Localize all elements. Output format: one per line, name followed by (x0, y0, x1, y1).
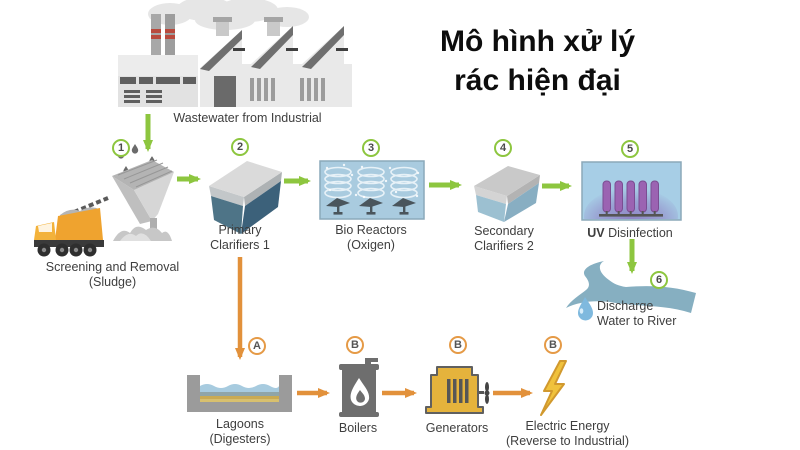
lagoon-basin-icon (187, 375, 292, 412)
uv-disinfection-unit (581, 161, 682, 221)
label-screening-line2: (Sludge) (88, 275, 137, 289)
step-badge-3: 3 (362, 139, 380, 157)
label-uv-rest: Disinfection (608, 226, 673, 240)
label-discharge: Discharge Water to River (597, 299, 707, 329)
title-line1: Mô hình xử lý (439, 25, 636, 58)
label-primary-line1: Primary (218, 223, 262, 237)
label-bio-line2: (Oxigen) (347, 238, 395, 252)
factory-icon (118, 0, 352, 107)
label-primary-clarifiers: Primary Clarifiers 1 (190, 223, 290, 253)
factory-caption: Wastewater from Industrial (173, 111, 322, 125)
label-lagoons-line2: (Digesters) (209, 432, 271, 446)
step-badge-2: 2 (231, 138, 249, 156)
river-icon (566, 261, 696, 313)
label-electric-energy: Electric Energy (Reverse to Industrial) (500, 419, 635, 449)
dump-truck-icon (34, 196, 109, 257)
label-uv-disinfection: UV Disinfection (580, 226, 680, 241)
secondary-clarifier-tank (474, 166, 540, 222)
energy-badge-b2: B (449, 336, 467, 354)
label-electric-line2: (Reverse to Industrial) (506, 434, 629, 448)
water-drop-icon (578, 297, 593, 321)
label-screening: Screening and Removal (Sludge) (30, 260, 195, 290)
label-secondary-line2: Clarifiers 2 (474, 239, 534, 253)
label-lagoons-line1: Lagoons (216, 417, 264, 431)
step-badge-4: 4 (494, 139, 512, 157)
energy-badge-a: A (248, 337, 266, 355)
label-electric-line1: Electric Energy (525, 419, 610, 433)
label-discharge-line2: Water to River (597, 314, 677, 328)
sludge-pile-icon (113, 226, 172, 241)
label-uv-bold: UV (587, 226, 605, 240)
label-generators: Generators (425, 421, 489, 435)
bio-reactor-icon (319, 160, 425, 220)
generator-icon (425, 366, 490, 414)
energy-arrows (235, 257, 533, 398)
label-discharge-line1: Discharge (597, 299, 654, 313)
lightning-bolt-icon (540, 360, 567, 416)
step-badge-6: 6 (650, 271, 668, 289)
page-title: Mô hình xử lý rác hiện đại (405, 22, 670, 100)
aerator-coil-icon (324, 166, 418, 199)
label-lagoons: Lagoons (Digesters) (190, 417, 290, 447)
label-secondary-clarifiers: Secondary Clarifiers 2 (454, 224, 554, 254)
screening-hopper-icon (112, 144, 174, 234)
label-boilers: Boilers (338, 421, 378, 435)
label-screening-line1: Screening and Removal (45, 260, 180, 274)
label-bio-line1: Bio Reactors (335, 223, 407, 237)
label-bio-reactors: Bio Reactors (Oxigen) (321, 223, 421, 253)
title-line2: rác hiện đại (454, 64, 621, 97)
label-primary-line2: Clarifiers 1 (210, 238, 270, 252)
mixer-propeller-icon (326, 198, 416, 215)
energy-badge-b3: B (544, 336, 562, 354)
process-arrows (143, 114, 637, 274)
primary-clarifier-tank (209, 161, 282, 234)
boiler-flame-icon (339, 358, 379, 417)
energy-badge-b1: B (346, 336, 364, 354)
step-badge-5: 5 (621, 140, 639, 158)
label-secondary-line1: Secondary (474, 224, 534, 238)
step-badge-1: 1 (112, 139, 130, 157)
